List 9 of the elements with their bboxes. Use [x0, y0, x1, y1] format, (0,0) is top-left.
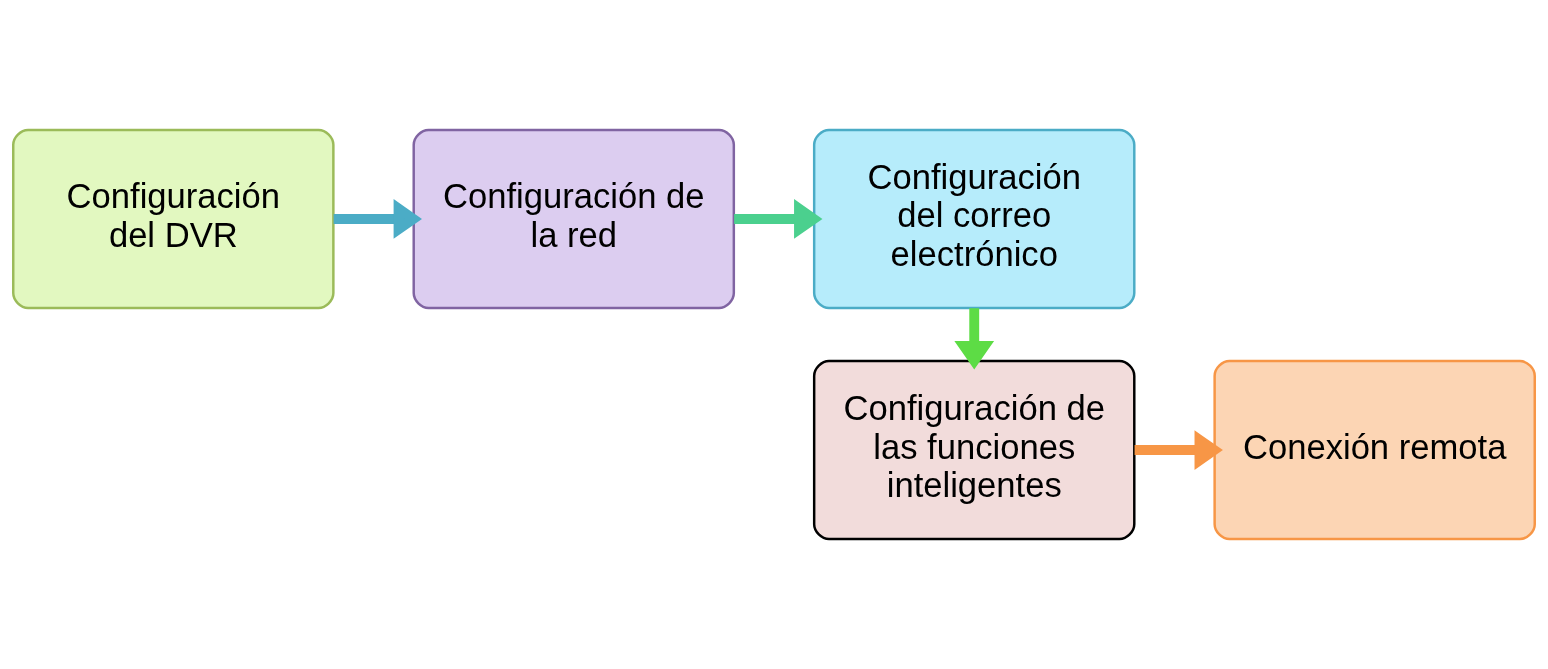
node-box: Configuración del correo electrónico [812, 128, 1136, 310]
node-box: Configuración del DVR [12, 128, 335, 310]
arrow [333, 199, 422, 239]
arrow [1134, 430, 1223, 470]
node-box: Configuración de la red [412, 128, 736, 310]
arrow [734, 199, 823, 239]
node-box: Configuración de las funciones inteligentes [812, 359, 1136, 541]
node-box: Conexión remota [1213, 359, 1536, 541]
arrow [954, 308, 995, 370]
